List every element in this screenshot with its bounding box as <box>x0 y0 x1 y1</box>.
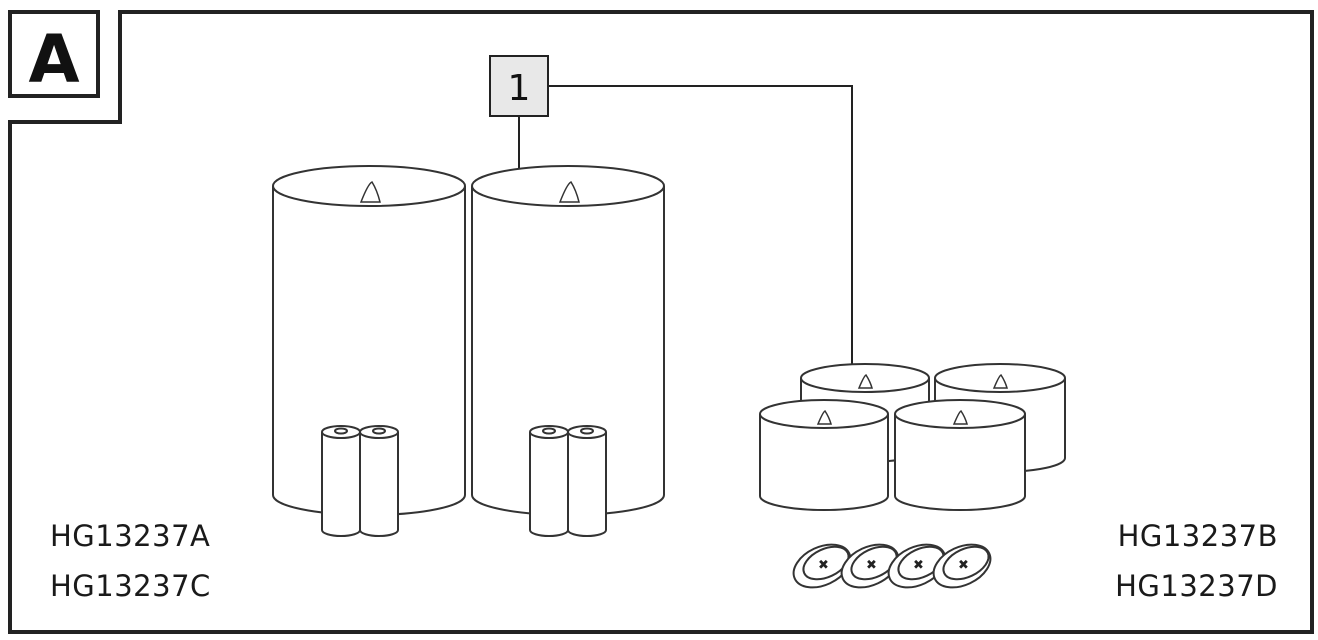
aa-battery-icon <box>321 425 361 537</box>
svg-text:✖: ✖ <box>958 558 969 573</box>
panel-label: A <box>28 21 79 98</box>
model-number-left-2: HG13237C <box>50 569 211 603</box>
battery-pair-left <box>321 425 399 537</box>
panel-label-box: A <box>8 10 100 98</box>
svg-text:✖: ✖ <box>913 558 924 573</box>
model-number-left-1: HG13237A <box>50 519 211 553</box>
aa-battery-icon <box>359 425 399 537</box>
model-number-right-2: HG13237D <box>1115 569 1278 603</box>
svg-text:✖: ✖ <box>818 558 829 573</box>
coin-cell-battery-icon: ✖ <box>840 543 900 589</box>
battery-pair-right <box>529 425 607 537</box>
svg-text:✖: ✖ <box>866 558 877 573</box>
tealight-front-left <box>759 399 889 511</box>
callout-1: 1 <box>489 55 856 401</box>
coin-cell-battery-icon: ✖ <box>792 543 852 589</box>
coin-cell-battery-icon: ✖ <box>887 543 947 589</box>
figure-frame <box>8 10 1314 634</box>
leader-line-tealight <box>548 85 853 396</box>
aa-battery-icon <box>567 425 607 537</box>
coin-batteries: ✖ ✖ ✖ ✖ <box>792 543 992 589</box>
aa-battery-icon <box>529 425 569 537</box>
model-number-right-1: HG13237B <box>1117 519 1278 553</box>
callout-number: 1 <box>508 68 531 109</box>
pillar-candle-right <box>471 165 665 516</box>
tealight-front-right <box>894 399 1026 511</box>
coin-cell-battery-icon: ✖ <box>932 543 992 589</box>
